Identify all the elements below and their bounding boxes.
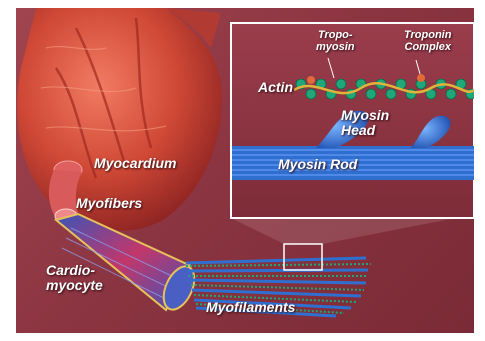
- label-actin: Actin: [258, 80, 293, 95]
- troponin-complex-icon: [307, 76, 315, 84]
- troponin-complex-icon: [417, 74, 425, 82]
- label-myosin-head: Myosin Head: [341, 108, 389, 137]
- label-myosin-rod: Myosin Rod: [278, 157, 357, 172]
- label-myofibers: Myofibers: [76, 196, 142, 211]
- label-tropomyosin: Tropo- myosin: [316, 30, 355, 53]
- zoom-projection: [231, 218, 456, 244]
- zoom-box: [284, 244, 322, 270]
- figure-canvas: Myocardium Myofibers Cardio- myocyte Myo…: [16, 8, 474, 333]
- label-myofilaments: Myofilaments: [206, 300, 295, 315]
- label-troponin-complex: Troponin Complex: [404, 30, 451, 53]
- label-myocardium: Myocardium: [94, 156, 176, 171]
- label-cardiomyocyte: Cardio- myocyte: [46, 263, 103, 292]
